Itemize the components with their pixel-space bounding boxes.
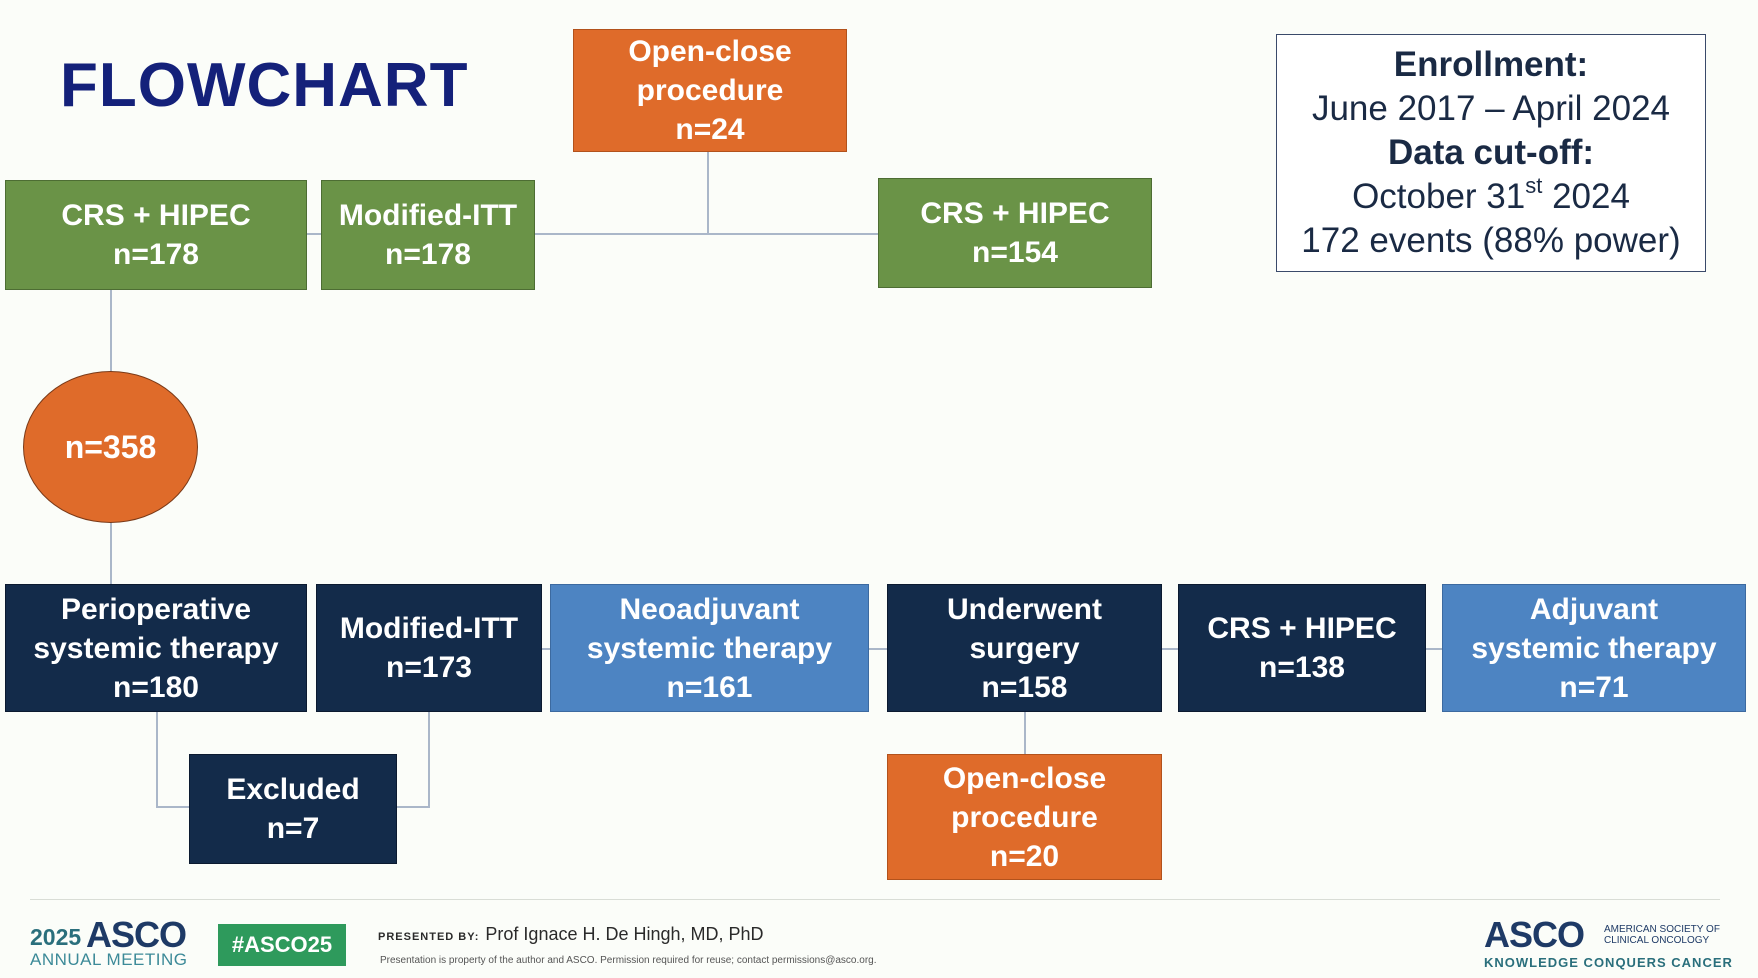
underwent-surgery-box: Underwent surgery n=158 bbox=[887, 584, 1162, 712]
box-line: Excluded bbox=[226, 773, 360, 806]
footer-divider bbox=[30, 899, 1720, 900]
society-line: CLINICAL ONCOLOGY bbox=[1604, 935, 1710, 946]
open-close-bottom-box: Open-close procedure n=20 bbox=[887, 754, 1162, 880]
modified-itt-box-2: Modified-ITT n=173 bbox=[316, 584, 542, 712]
asco-logo: ASCO bbox=[1484, 914, 1585, 955]
box-line: n=20 bbox=[989, 839, 1060, 873]
presenter-line: PRESENTED BY: Prof Ignace H. De Hingh, MD… bbox=[378, 924, 764, 945]
box-line: Neoadjuvant bbox=[619, 592, 800, 626]
box-line: n=138 bbox=[1259, 651, 1345, 684]
box-line: CRS + HIPEC bbox=[1207, 612, 1397, 645]
crs-hipec-box-3: CRS + HIPEC n=138 bbox=[1178, 584, 1426, 712]
enrollment-dates: June 2017 – April 2024 bbox=[1311, 89, 1671, 128]
events-text: 172 events (88% power) bbox=[1301, 221, 1681, 260]
connector-line bbox=[428, 712, 430, 808]
box-line: procedure bbox=[951, 800, 1098, 834]
box-line: Adjuvant bbox=[1529, 592, 1659, 626]
box-line: Modified-ITT bbox=[339, 612, 519, 645]
connector-line bbox=[110, 290, 112, 372]
box-line: Open-close bbox=[628, 35, 792, 68]
box-line: CRS + HIPEC bbox=[920, 197, 1110, 230]
total-circle: n=358 bbox=[23, 371, 198, 523]
society-name: AMERICAN SOCIETY OF CLINICAL ONCOLOGY bbox=[1604, 924, 1720, 946]
crs-hipec-box-1: CRS + HIPEC n=178 bbox=[5, 180, 307, 290]
box-line: n=154 bbox=[972, 236, 1058, 269]
box-line: procedure bbox=[636, 74, 784, 107]
box-line: n=71 bbox=[1559, 670, 1629, 704]
box-line: n=161 bbox=[666, 670, 753, 704]
connector-line bbox=[396, 806, 430, 808]
page-title: FLOWCHART bbox=[60, 51, 469, 120]
adjuvant-box: Adjuvant systemic therapy n=71 bbox=[1442, 584, 1746, 712]
box-line: Modified-ITT bbox=[338, 199, 518, 232]
cutoff-month: October 31 bbox=[1352, 177, 1526, 216]
disclaimer-text: Presentation is property of the author a… bbox=[380, 955, 877, 966]
box-line: n=24 bbox=[675, 113, 745, 146]
cutoff-sup: st bbox=[1525, 173, 1543, 198]
crs-hipec-box-2: CRS + HIPEC n=154 bbox=[878, 178, 1152, 288]
asco-meeting-logo: ASCO bbox=[86, 914, 187, 955]
box-line: Open-close bbox=[942, 761, 1107, 795]
connector-line bbox=[1425, 648, 1443, 650]
meeting-year: 2025 bbox=[30, 924, 82, 950]
open-close-top-box: Open-close procedure n=24 bbox=[573, 29, 847, 152]
box-line: Perioperative bbox=[60, 592, 252, 626]
hashtag-badge: #ASCO25 bbox=[218, 924, 346, 966]
asco-tagline: KNOWLEDGE CONQUERS CANCER bbox=[1484, 955, 1733, 970]
presenter-name: Prof Ignace H. De Hingh, MD, PhD bbox=[485, 924, 764, 944]
excluded-box: Excluded n=7 bbox=[189, 754, 397, 864]
box-line: n=158 bbox=[981, 670, 1068, 704]
connector-line bbox=[1024, 712, 1026, 754]
cutoff-label: Data cut-off: bbox=[1387, 133, 1595, 172]
enrollment-label: Enrollment: bbox=[1393, 45, 1589, 84]
connector-line bbox=[306, 233, 322, 235]
presented-by-label: PRESENTED BY: bbox=[378, 931, 480, 943]
enrollment-info-box: Enrollment: June 2017 – April 2024 Data … bbox=[1276, 34, 1706, 272]
box-line: systemic therapy bbox=[586, 631, 833, 665]
box-line: n=180 bbox=[113, 670, 199, 704]
cutoff-year: 2024 bbox=[1542, 177, 1630, 216]
cutoff-date: October 31st 2024 bbox=[1352, 175, 1630, 219]
box-line: systemic therapy bbox=[33, 631, 279, 665]
connector-line bbox=[156, 806, 190, 808]
connector-line bbox=[868, 648, 888, 650]
connector-line bbox=[707, 152, 709, 234]
connector-line bbox=[534, 233, 878, 235]
connector-line bbox=[1161, 648, 1179, 650]
box-line: n=178 bbox=[113, 238, 199, 271]
box-line: CRS + HIPEC bbox=[61, 199, 251, 232]
box-line: systemic therapy bbox=[1471, 631, 1717, 665]
connector-line bbox=[156, 712, 158, 808]
box-line: n=178 bbox=[385, 238, 471, 271]
box-line: n=7 bbox=[266, 812, 320, 845]
society-line: AMERICAN SOCIETY OF bbox=[1604, 924, 1720, 935]
neoadjuvant-box: Neoadjuvant systemic therapy n=161 bbox=[550, 584, 869, 712]
box-line: surgery bbox=[969, 631, 1080, 665]
connector-line bbox=[541, 648, 551, 650]
perioperative-box: Perioperative systemic therapy n=180 bbox=[5, 584, 307, 712]
box-line: n=173 bbox=[386, 651, 472, 684]
modified-itt-box-1: Modified-ITT n=178 bbox=[321, 180, 535, 290]
box-line: Underwent bbox=[946, 592, 1102, 626]
annual-meeting-label: ANNUAL MEETING bbox=[30, 950, 188, 969]
connector-line bbox=[110, 522, 112, 584]
